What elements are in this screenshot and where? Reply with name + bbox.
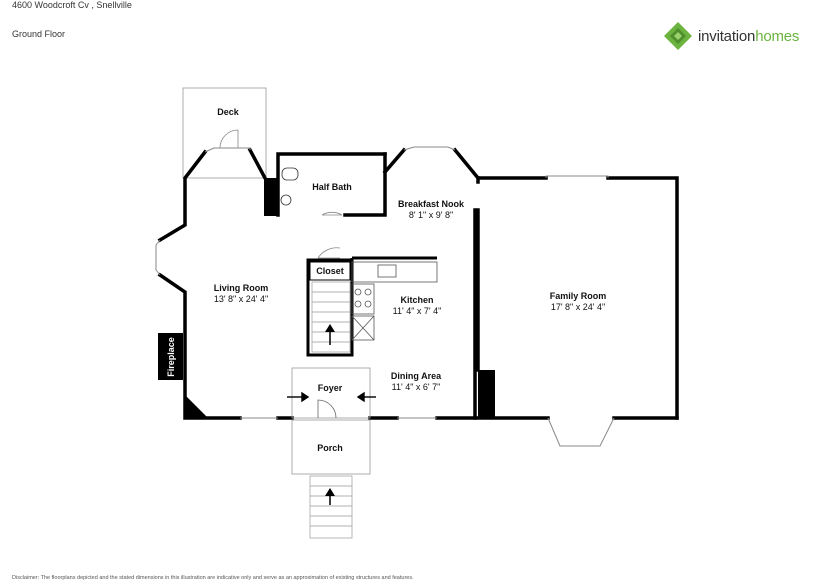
invitation-homes-logo-icon bbox=[664, 22, 692, 50]
steps-up-arrow-icon bbox=[325, 488, 335, 505]
brand-name: invitationhomes bbox=[698, 28, 799, 45]
half-bath-door bbox=[321, 211, 343, 216]
breakfast-nook-label: Breakfast Nook bbox=[398, 199, 465, 209]
dining-area-label: Dining Area bbox=[391, 371, 442, 381]
deck-area bbox=[182, 87, 267, 179]
brand-name-part1: invitation bbox=[698, 27, 756, 45]
kitchen-fixtures bbox=[351, 261, 438, 341]
family-room-dims: 17' 8" x 24' 4" bbox=[551, 302, 605, 312]
brand-name-part2: homes bbox=[755, 27, 800, 45]
half-bath-wall-block bbox=[264, 178, 278, 216]
porch-label: Porch bbox=[317, 443, 343, 453]
deck-door bbox=[219, 129, 239, 149]
closet-box bbox=[309, 261, 351, 281]
porch-area bbox=[291, 419, 371, 475]
half-bath-label: Half Bath bbox=[312, 182, 352, 192]
closet-label: Closet bbox=[316, 266, 344, 276]
sink-icon bbox=[280, 194, 292, 206]
family-room-label: Family Room bbox=[550, 291, 607, 301]
foyer-arrows bbox=[287, 391, 376, 403]
foyer-area bbox=[291, 367, 371, 419]
dining-area-dims: 11' 4" x 6' 7" bbox=[392, 382, 441, 392]
corner-chimney bbox=[185, 395, 208, 418]
living-room-dims: 13' 8" x 24' 4" bbox=[214, 294, 268, 304]
stairs-up-arrow-icon bbox=[325, 324, 335, 345]
front-door bbox=[317, 399, 337, 419]
fireplace-label: Fireplace bbox=[166, 337, 176, 377]
living-room-label: Living Room bbox=[214, 283, 269, 293]
stairs bbox=[311, 281, 351, 353]
address-text: 4600 Woodcroft Cv , Snellville bbox=[12, 0, 132, 10]
porch-steps bbox=[309, 475, 353, 539]
kitchen-dims: 11' 4" x 7' 4" bbox=[393, 306, 442, 316]
disclaimer-text: Disclaimer: The floorplans depicted and … bbox=[12, 575, 414, 581]
breakfast-nook-dims: 8' 1" x 9' 8" bbox=[409, 210, 453, 220]
deck-label: Deck bbox=[217, 107, 240, 117]
brand-logo: invitationhomes bbox=[664, 22, 799, 50]
toilet-icon bbox=[281, 167, 299, 181]
bay-windows bbox=[155, 146, 615, 447]
family-room-column bbox=[478, 370, 495, 418]
kitchen-label: Kitchen bbox=[400, 295, 433, 305]
foyer-label: Foyer bbox=[318, 383, 343, 393]
floor-label: Ground Floor bbox=[12, 29, 66, 39]
closet-door bbox=[317, 247, 341, 259]
fireplace-block bbox=[158, 333, 183, 380]
exterior-walls bbox=[157, 147, 679, 420]
